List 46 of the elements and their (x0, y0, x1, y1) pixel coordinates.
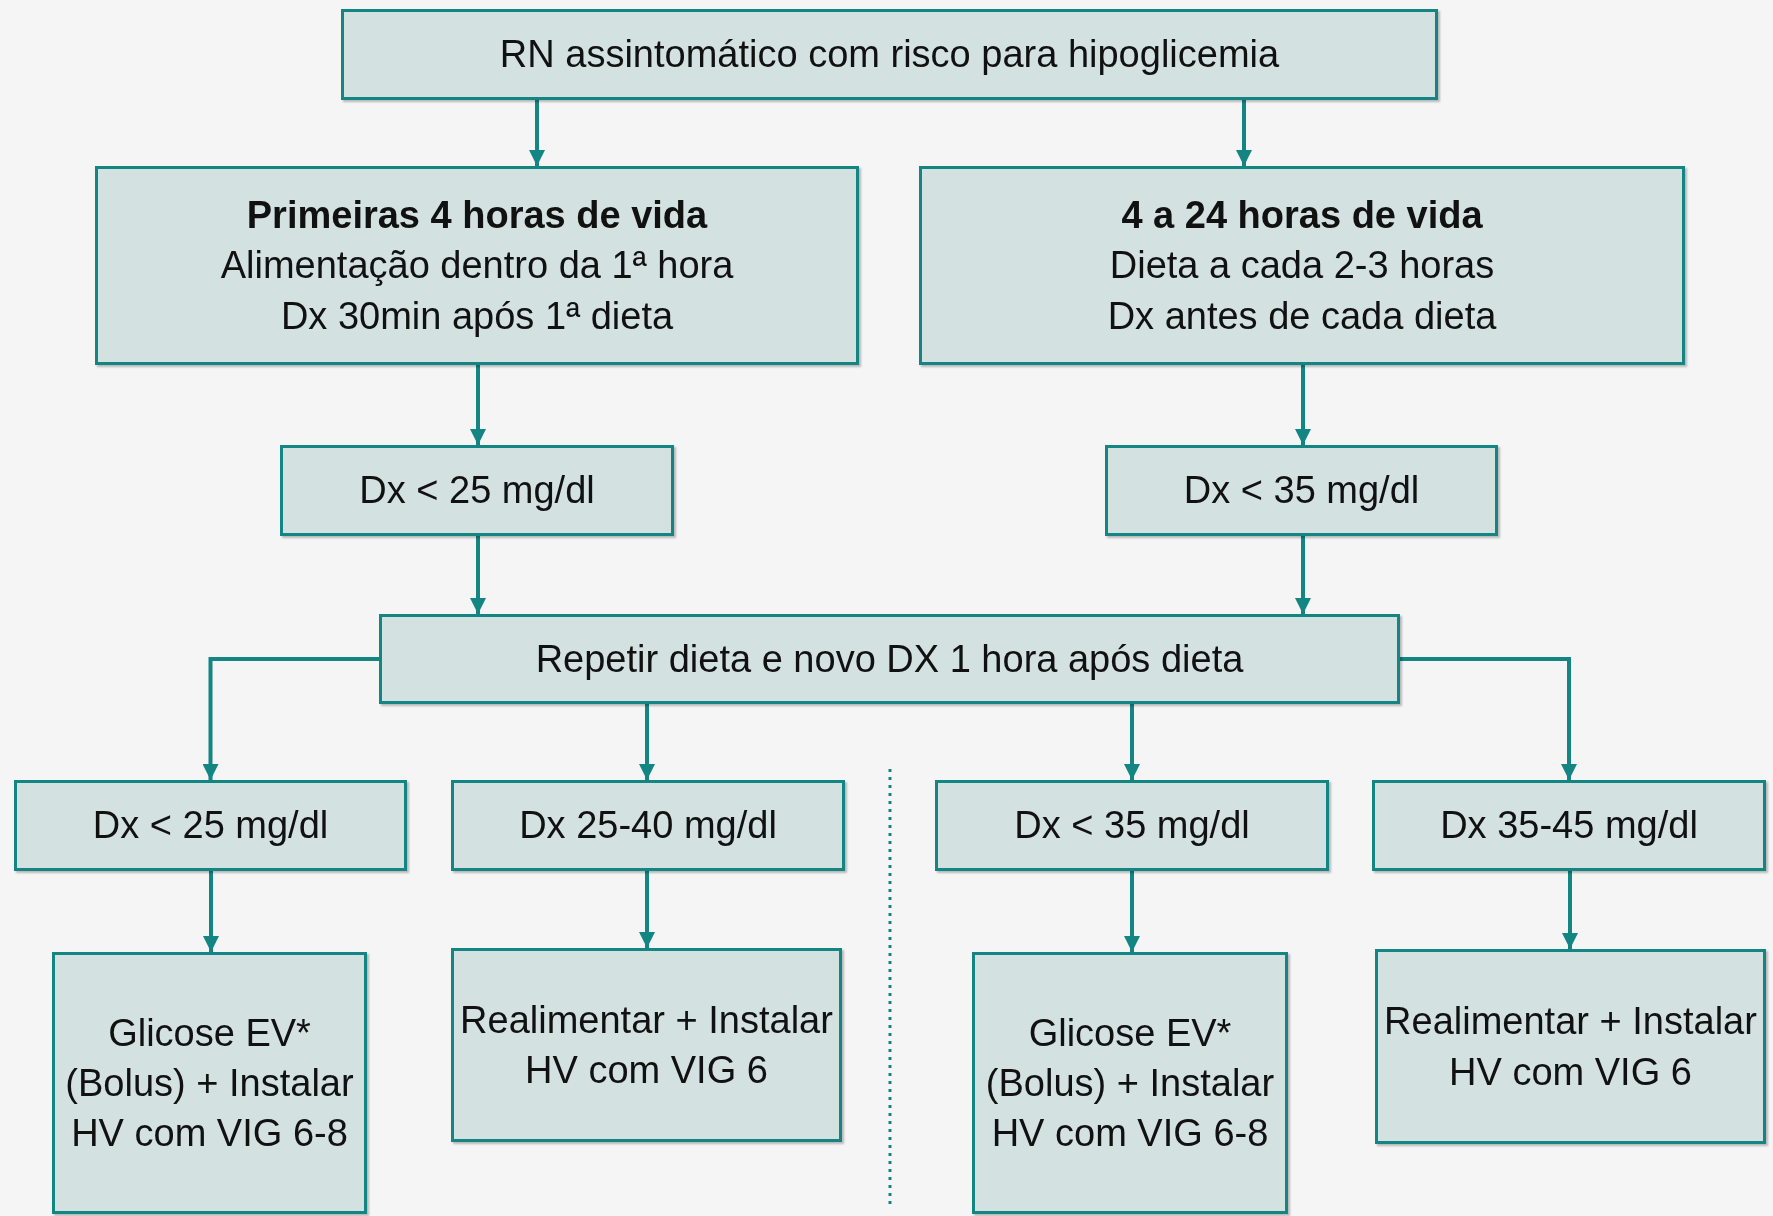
box-text: Dx < 25 mg/dl (359, 468, 595, 514)
box-text: Dx < 35 mg/dl (1014, 803, 1250, 849)
box-text: Repetir dieta e novo DX 1 hora após dieta (535, 636, 1244, 682)
box-text: Realimentar + Instalar HV com VIG 6 (460, 997, 833, 1093)
box-text: Glicose EV* (Bolus) + Instalar HV com VIG 6-8 (984, 1010, 1276, 1157)
arrow (639, 704, 655, 780)
box-text: RN assintomático com risco para hipoglicemia (499, 32, 1280, 78)
box-heading: 4 a 24 horas de vida (1121, 193, 1483, 239)
box-text: Dx antes de cada dieta (1107, 293, 1497, 339)
box-text: Dx 30min após 1ª dieta (280, 293, 674, 339)
box-text: Dx 25-40 mg/dl (519, 803, 777, 849)
arrow (1295, 365, 1311, 445)
process-box (935, 780, 1329, 871)
arrow (529, 100, 545, 166)
process-box (919, 166, 1685, 365)
process-box (341, 9, 1438, 100)
box-text: Dx < 35 mg/dl (1183, 468, 1420, 514)
box-text: Dx < 25 mg/dl (92, 803, 329, 849)
process-box (1372, 780, 1766, 871)
arrow (1562, 871, 1578, 949)
process-box (1375, 949, 1766, 1144)
box-text: Realimentar + Instalar HV com VIG 6 (1384, 999, 1757, 1095)
arrow (1124, 871, 1140, 952)
box-text: Glicose EV* (Bolus) + Instalar HV com VIG 6-8 (64, 1010, 355, 1157)
process-box (1105, 445, 1498, 536)
box-text: Dx 35-45 mg/dl (1440, 803, 1698, 849)
arrow (639, 871, 655, 948)
arrow (1295, 536, 1311, 614)
arrow (202, 657, 379, 780)
arrow (470, 536, 486, 614)
process-box (52, 952, 367, 1214)
process-box (14, 780, 407, 871)
box-heading: Primeiras 4 horas de vida (246, 193, 708, 239)
process-box (451, 948, 842, 1142)
box-text: Alimentação dentro da 1ª hora (220, 243, 734, 289)
arrow (203, 871, 219, 952)
arrow (1124, 704, 1140, 780)
process-box (95, 166, 859, 365)
process-box (451, 780, 845, 871)
process-box (379, 614, 1400, 704)
box-text: Dieta a cada 2-3 horas (1109, 243, 1495, 289)
process-box (972, 952, 1288, 1214)
process-box (280, 445, 674, 536)
arrow (470, 365, 486, 445)
arrow (1400, 657, 1577, 780)
arrow (1236, 100, 1252, 166)
